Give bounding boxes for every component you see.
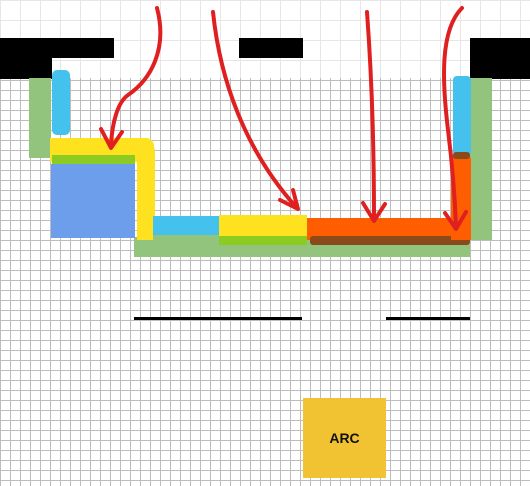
arc-box: ARC xyxy=(303,398,386,478)
wall-block-center xyxy=(239,38,303,58)
black-line-right xyxy=(386,317,470,320)
black-line-left xyxy=(134,317,302,320)
green-track-right-post xyxy=(470,78,492,240)
red-arrow-4 xyxy=(442,6,468,231)
brown-streak-right xyxy=(453,152,470,159)
wall-block-left-drop xyxy=(0,58,52,79)
blue-square-block xyxy=(51,164,135,238)
blue-segment-bottom xyxy=(153,216,220,238)
red-arrow-1 xyxy=(99,6,163,150)
wall-block-right xyxy=(470,38,530,79)
yellow-segment-vertical xyxy=(137,145,155,240)
blue-segment-right-upper xyxy=(453,76,471,156)
brown-streak-bottom xyxy=(310,236,470,245)
yellow-segment-bottom xyxy=(219,215,307,239)
green-strip-bottom xyxy=(153,235,220,245)
green-track-left-post xyxy=(29,78,51,158)
orange-segment-bottom xyxy=(307,218,470,240)
wall-block-left xyxy=(0,38,114,58)
lime-strip-left xyxy=(52,155,135,164)
lime-strip-bottom xyxy=(219,236,307,245)
red-arrow-2 xyxy=(211,10,300,211)
arc-box-label: ARC xyxy=(329,430,360,446)
blue-segment-left-upper xyxy=(52,70,70,135)
red-arrow-3 xyxy=(361,10,387,223)
